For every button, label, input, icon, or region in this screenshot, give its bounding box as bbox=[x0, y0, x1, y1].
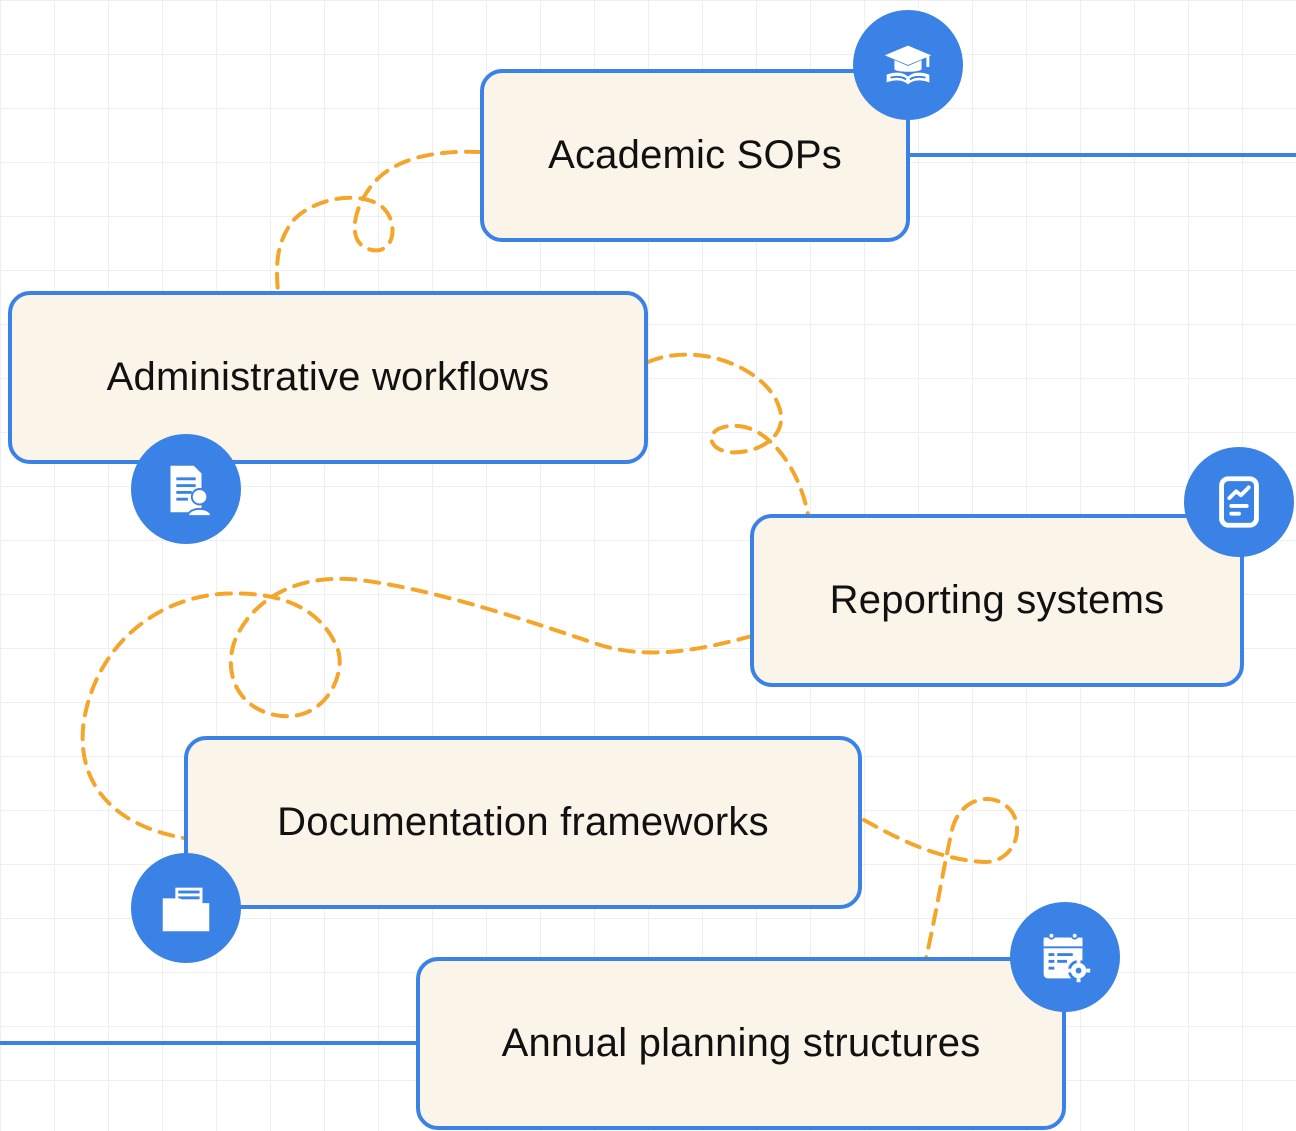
node-reporting-systems[interactable]: Reporting systems bbox=[750, 514, 1244, 687]
node-label-academic-sops: Academic SOPs bbox=[548, 133, 842, 177]
node-label-administrative-workflows: Administrative workflows bbox=[106, 355, 550, 399]
dashed-connector-4 bbox=[862, 797, 1020, 960]
node-label-annual-planning-structures: Annual planning structures bbox=[501, 1021, 981, 1065]
folder-documents-icon bbox=[131, 853, 241, 963]
node-administrative-workflows[interactable]: Administrative workflows bbox=[8, 291, 648, 464]
node-documentation-frameworks[interactable]: Documentation frameworks bbox=[184, 736, 862, 909]
node-academic-sops[interactable]: Academic SOPs bbox=[480, 69, 910, 242]
document-user-icon bbox=[131, 434, 241, 544]
dashed-connector-2 bbox=[646, 352, 810, 517]
node-label-documentation-frameworks: Documentation frameworks bbox=[277, 800, 769, 844]
calendar-settings-icon bbox=[1010, 902, 1120, 1012]
node-label-reporting-systems: Reporting systems bbox=[829, 578, 1165, 622]
graduation-cap-book-icon bbox=[853, 10, 963, 120]
dashed-connector-1 bbox=[275, 149, 482, 294]
node-annual-planning-structures[interactable]: Annual planning structures bbox=[416, 957, 1066, 1130]
chart-report-icon bbox=[1184, 447, 1294, 557]
dashed-connector-3 bbox=[80, 576, 754, 840]
